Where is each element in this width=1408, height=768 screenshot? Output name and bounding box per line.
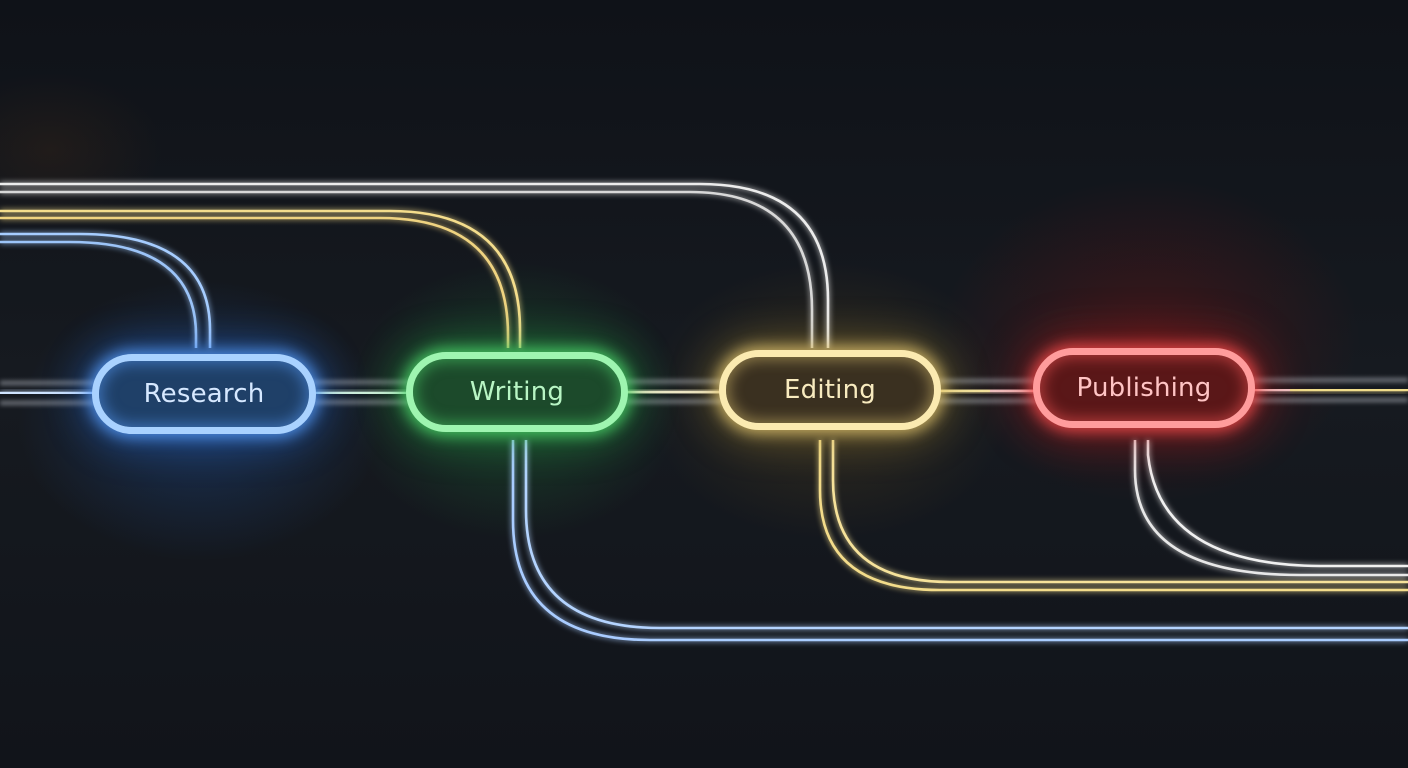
wire-top-yellow-inner [0, 216, 510, 348]
wire-top-yellow-outer [0, 209, 522, 348]
wire-bottom-white-outer [1133, 440, 1408, 577]
node-writing[interactable]: Writing [406, 352, 628, 432]
wire-bottom-blue-inner [524, 440, 1408, 630]
wire-bottom-yellow-outer [818, 440, 1408, 592]
node-writing-label: Writing [469, 377, 565, 407]
wire-top-white-outer [0, 182, 830, 348]
node-publishing[interactable]: Publishing [1033, 348, 1255, 428]
wire-top-blue-outer [0, 232, 212, 348]
wire-bottom-white-inner [1146, 440, 1408, 568]
node-publishing-label: Publishing [1076, 373, 1212, 403]
wire-bottom-yellow-inner [831, 440, 1408, 584]
wire-bottom-blue-outer [511, 440, 1408, 642]
node-research-label: Research [143, 379, 265, 409]
wire-top-white-inner [0, 190, 814, 348]
node-editing-label: Editing [784, 375, 876, 405]
node-research[interactable]: Research [92, 354, 316, 434]
wire-top-blue-inner [0, 240, 198, 348]
node-editing[interactable]: Editing [719, 350, 941, 430]
